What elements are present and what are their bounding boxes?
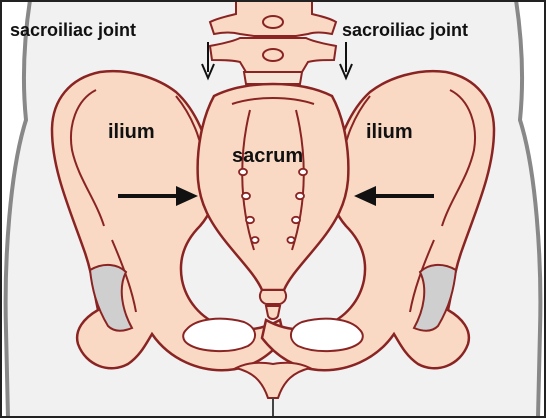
label-sacrum: sacrum — [232, 145, 303, 167]
label-sacroiliac-right: sacroiliac joint — [342, 20, 468, 40]
vertebra-disc — [244, 72, 302, 84]
coccyx-tip — [266, 306, 280, 319]
label-ilium-right: ilium — [366, 121, 413, 143]
left-obturator-foramen — [183, 319, 255, 351]
right-obturator-foramen — [291, 319, 363, 351]
label-sacroiliac-left: sacroiliac joint — [10, 20, 136, 40]
coccyx — [260, 290, 286, 304]
label-ilium-left: ilium — [108, 121, 155, 143]
